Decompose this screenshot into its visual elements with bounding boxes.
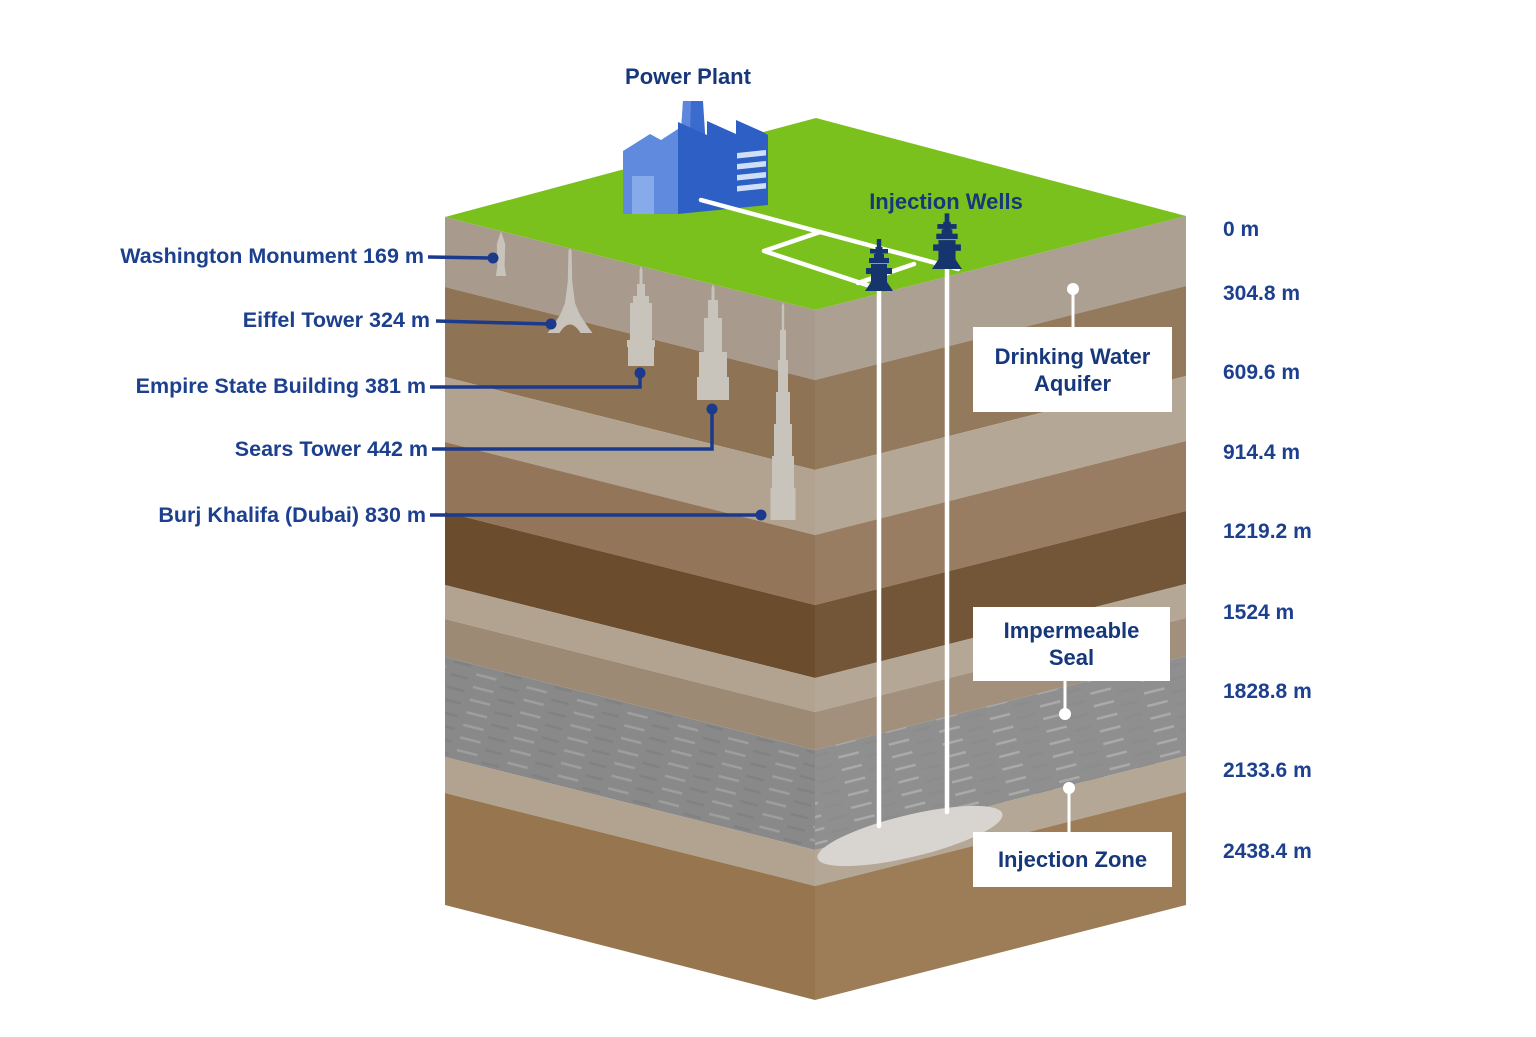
layer-5-right — [815, 511, 1186, 678]
layer-2-left — [445, 287, 815, 470]
depth-label-2: 609.6 m — [1223, 361, 1301, 384]
sears-tower-icon — [697, 284, 729, 400]
callout-dot-injection — [1063, 782, 1075, 794]
leader-empire — [430, 376, 642, 389]
leader-lines — [427, 255, 758, 517]
zone-callout-lines — [1063, 293, 1075, 834]
injection-well-pipes — [876, 266, 950, 829]
injection-zone-lens — [817, 805, 1003, 867]
layer-6-left — [445, 585, 815, 712]
leader-washington — [427, 255, 491, 260]
burj-khalifa-icon — [770, 302, 796, 520]
callout-dot-aquifer — [1067, 283, 1079, 295]
eiffel-tower-icon — [547, 248, 593, 333]
pipe-to-left-well — [761, 229, 882, 292]
leader-dots — [487, 252, 767, 521]
depth-label-3: 914.4 m — [1223, 441, 1301, 464]
drinking-water-aquifer-box: Drinking Water Aquifer — [973, 327, 1172, 412]
seal-hatch-left — [445, 657, 815, 850]
leader-dot-empire — [634, 367, 646, 379]
zone-box-line: Injection Zone — [997, 847, 1148, 872]
power-plant-label: Power Plant — [625, 64, 751, 89]
wellhead-valve-icon-left — [865, 239, 893, 291]
depth-label-5: 1524 m — [1223, 601, 1295, 624]
layer-3-right — [815, 376, 1186, 535]
pipe-plant-to-junction — [698, 197, 823, 235]
layer-3-left — [445, 377, 815, 535]
factory-window-stripes — [737, 150, 766, 192]
left-face-layers — [445, 217, 815, 1000]
depth-label-8: 2438.4 m — [1223, 840, 1312, 863]
layer-aquifer-right — [815, 216, 1186, 380]
layer-5-left — [445, 512, 815, 678]
depth-label-7: 2133.6 m — [1223, 759, 1312, 782]
leader-dot-burj — [755, 509, 767, 521]
washington-monument-icon — [495, 231, 507, 276]
building-label-sears: Sears Tower 442 m — [234, 437, 428, 461]
layer-aquifer-left — [445, 217, 815, 380]
layer-9-left — [445, 757, 815, 886]
impermeable-seal-box: Impermeable Seal — [973, 607, 1170, 681]
leader-dot-washington — [487, 252, 499, 264]
zone-box-line: Aquifer — [1034, 370, 1111, 396]
depth-label-0: 0 m — [1223, 218, 1260, 241]
wellhead-valve-icon-right — [932, 213, 962, 269]
zone-box-line: Drinking Water — [994, 343, 1151, 369]
callout-dot-seal — [1059, 708, 1071, 720]
factory-icon — [623, 101, 768, 214]
factory-door — [632, 176, 654, 214]
leader-dot-sears — [706, 403, 718, 415]
surface-pipes — [698, 197, 961, 292]
zone-callout-dots — [1059, 283, 1079, 794]
seal-hatch-right — [815, 656, 1186, 850]
building-label-washington: Washington Monument 169 m — [120, 244, 424, 268]
building-label-empire: Empire State Building 381 m — [135, 374, 426, 398]
building-silhouettes — [495, 231, 796, 520]
depth-label-6: 1828.8 m — [1223, 680, 1312, 703]
grass-top-face — [445, 118, 1186, 310]
leader-eiffel — [435, 319, 549, 326]
depth-label-4: 1219.2 m — [1223, 520, 1312, 543]
layer-4-left — [445, 442, 815, 605]
zone-box-line: Impermeable — [1003, 618, 1140, 643]
injection-zone-box: Injection Zone — [973, 832, 1172, 887]
leader-sears — [432, 412, 714, 451]
leader-dot-eiffel — [545, 318, 557, 330]
layer-4-right — [815, 441, 1186, 605]
building-label-burj: Burj Khalifa (Dubai) 830 m — [158, 503, 426, 527]
zone-box-line: Seal — [1048, 645, 1095, 670]
empire-state-building-icon — [627, 266, 655, 366]
building-label-eiffel: Eiffel Tower 324 m — [242, 308, 430, 332]
pipe-to-right-well — [817, 229, 961, 272]
layer-base-left — [445, 793, 815, 1000]
injection-wells-label: Injection Wells — [869, 189, 1023, 214]
depth-label-1: 304.8 m — [1223, 282, 1301, 305]
layer-7-left — [445, 619, 815, 750]
